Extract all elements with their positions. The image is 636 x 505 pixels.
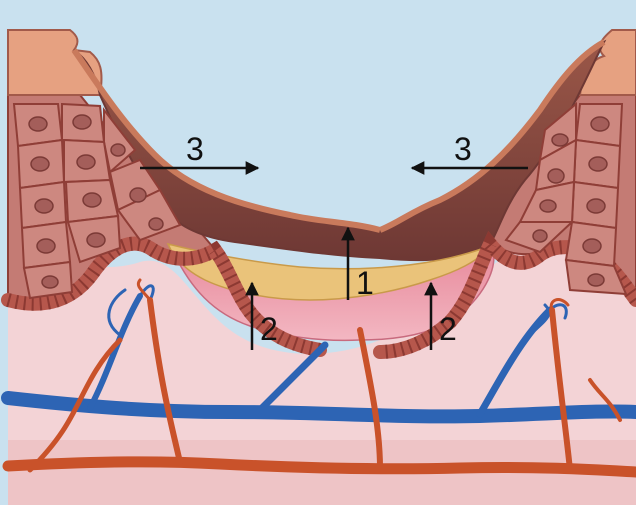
label-2-left: 2 [260, 311, 278, 347]
label-2-right: 2 [439, 311, 457, 347]
label-3-right: 3 [454, 131, 472, 167]
label-3-left: 3 [186, 131, 204, 167]
label-1: 1 [356, 265, 374, 301]
